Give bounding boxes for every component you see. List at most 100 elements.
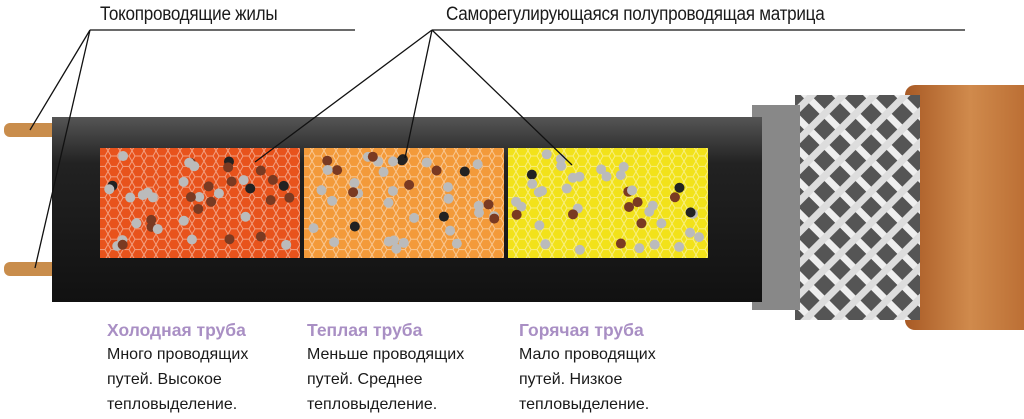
matrix-particle [451,238,462,249]
matrix-particle [185,192,196,203]
matrix-particle [142,187,153,198]
matrix-particle [206,196,217,207]
matrix-particle [472,159,483,170]
matrix-particle [511,209,522,220]
matrix-particle [649,239,660,250]
zone-text: путей. Низкое [519,371,623,388]
matrix-particle [213,188,224,199]
matrix-particle [265,195,276,206]
matrix-particle [388,156,399,167]
matrix-particle [540,239,551,250]
matrix-particle [685,207,696,218]
matrix-particle [398,237,409,248]
matrix-particle [203,181,214,192]
matrix-particle [537,186,548,197]
matrix-particle [396,155,407,166]
zone-text: Много проводящих [107,346,249,363]
zone-title: Горячая труба [519,320,644,340]
matrix-particle [632,197,643,208]
matrix-particle [178,215,189,226]
matrix-particle [445,225,456,236]
matrix-particle [224,234,235,245]
matrix-particle [674,182,685,193]
matrix-particle [349,178,360,189]
matrix-particle [443,193,454,204]
matrix-particle [567,172,578,183]
matrix-particle [329,237,340,248]
matrix-particle [534,220,545,231]
matrix-particle [596,164,607,175]
matrix-particle [568,209,579,220]
matrix-particle [117,239,128,250]
matrix-particle [322,164,333,175]
conductor-wire-top [4,123,64,137]
matrix-particle [601,171,612,182]
matrix-particle [238,175,249,186]
matrix-particle [674,241,685,252]
matrix-particle [316,185,327,196]
matrix-particle [442,182,453,193]
matrix-particle [223,162,234,173]
matrix-particle [278,180,289,191]
matrix-particle [404,179,415,190]
matrix-particle [193,203,204,214]
matrix-particle [281,239,292,250]
matrix-particle [255,231,266,242]
matrix-particle [349,221,360,232]
matrix-particle [556,160,567,171]
matrix-particle [685,227,696,238]
matrix-particle [378,167,389,178]
zone-text: тепловыделение. [519,396,650,413]
matrix-particle [284,192,295,203]
matrix-particle [322,155,333,166]
zone-title: Холодная труба [107,320,246,340]
matrix-particle [267,174,278,185]
matrix-particle [391,243,402,254]
matrix-particle [194,192,205,203]
matrix-particle [483,199,494,210]
zone-text: тепловыделение. [107,396,238,413]
matrix-particle [669,192,680,203]
matrix-particle [367,151,378,162]
matrix-particle [125,192,136,203]
matrix-particle [634,243,645,254]
zone-text: тепловыделение. [307,396,438,413]
matrix-particle [332,165,343,176]
zone-warm: Теплая труба Меньше проводящих путей. Ср… [307,318,517,417]
matrix-particle [226,176,237,187]
leader-lines [29,29,965,269]
zone-text: Мало проводящих [519,346,656,363]
zone-text: путей. Высокое [107,371,222,388]
matrix-particle [383,236,394,247]
matrix-particle [541,149,552,160]
matrix-particle [527,178,538,189]
matrix-particle [656,218,667,229]
matrix-particle [186,234,197,245]
conductors-label: Токопроводящие жилы [100,4,278,25]
zone-text: Меньше проводящих [307,346,465,363]
matrix-particle [431,165,442,176]
matrix-particle [474,207,485,218]
matrix-particle [131,218,142,229]
matrix-particle [387,185,398,196]
matrix-label: Саморегулирующаяся полупроводящая матриц… [446,4,825,25]
matrix-particle [615,170,626,181]
matrix-particle [152,224,163,235]
matrix-particle [409,212,420,223]
matrix-particle [511,196,522,207]
matrix-particle [459,166,470,177]
outer-sheath [905,85,1024,330]
matrix-particle [104,184,115,195]
matrix-particle [574,244,585,255]
metal-braid [795,95,920,320]
matrix-particle [383,197,394,208]
matrix-particle [624,201,635,212]
matrix-particle [255,165,266,176]
matrix-particle [438,211,449,222]
matrix-particle [694,232,705,243]
matrix-particle [245,183,256,194]
matrix-particle [615,238,626,249]
matrix-particle [636,218,647,229]
